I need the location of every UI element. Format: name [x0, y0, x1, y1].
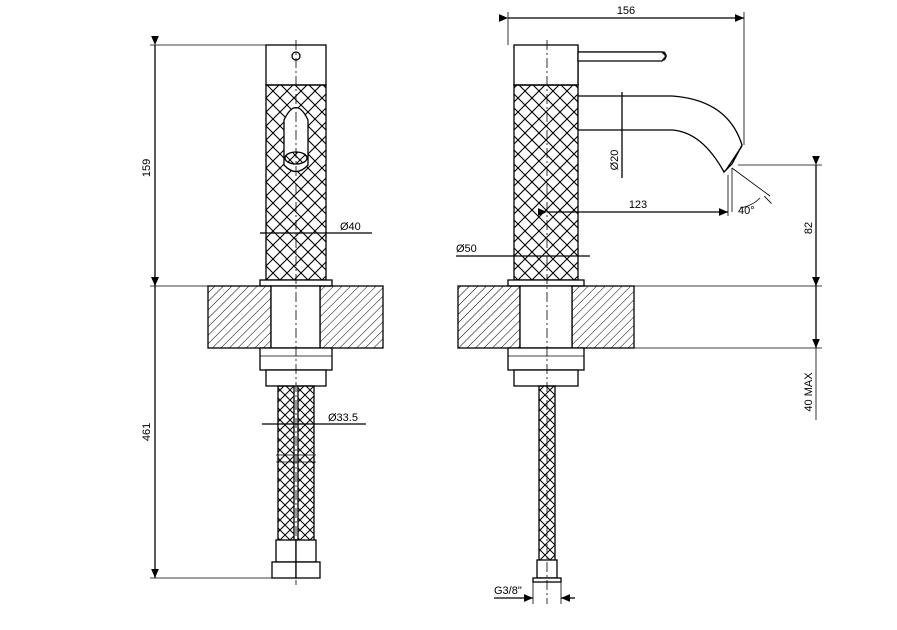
deck-section-left-b: [319, 285, 384, 349]
dim-overall-width: 156: [617, 5, 635, 17]
dim-base-diameter: Ø50: [456, 243, 477, 255]
dim-spout-diameter: Ø40: [340, 221, 361, 233]
deck-section-right-a: [457, 285, 521, 349]
dim-spout-reach: 123: [629, 199, 647, 211]
base-flange-side: [507, 279, 585, 287]
hose-fitting-right: [295, 539, 317, 563]
front-view: 159 461 Ø40 Ø33.5: [141, 35, 384, 585]
dim-outlet-diameter: Ø20: [609, 150, 621, 171]
shank-side: [519, 285, 573, 349]
deck-section-left-a: [207, 285, 272, 349]
knurled-body-side: [513, 84, 579, 281]
dim-height-below: 461: [141, 423, 153, 441]
dim-outlet-angle: 40°: [738, 205, 755, 217]
shank-front: [270, 285, 321, 349]
angle-tick: |: [762, 194, 773, 205]
dim-hose-diameter: Ø33.5: [328, 412, 358, 424]
dim-deck-max: 40 MAX: [803, 372, 815, 412]
spout-side: [577, 95, 743, 174]
hose-nut-left: [271, 561, 297, 579]
dim-outlet-height: 82: [803, 222, 815, 234]
deck-section-right-b: [571, 285, 635, 349]
side-view: 156 Ø50 Ø20 123 40° | 82 40 MAX G3/8": [456, 5, 822, 604]
fixing-nut-side-lower: [513, 369, 579, 387]
hose-fitting-left: [275, 539, 297, 563]
dim-thread: G3/8": [494, 585, 522, 597]
fixing-nut-side: [507, 347, 585, 371]
hose-right: [297, 385, 315, 563]
hose-nut-right: [295, 561, 321, 579]
dim-height-above: 159: [141, 159, 153, 177]
hose-left: [277, 385, 295, 563]
